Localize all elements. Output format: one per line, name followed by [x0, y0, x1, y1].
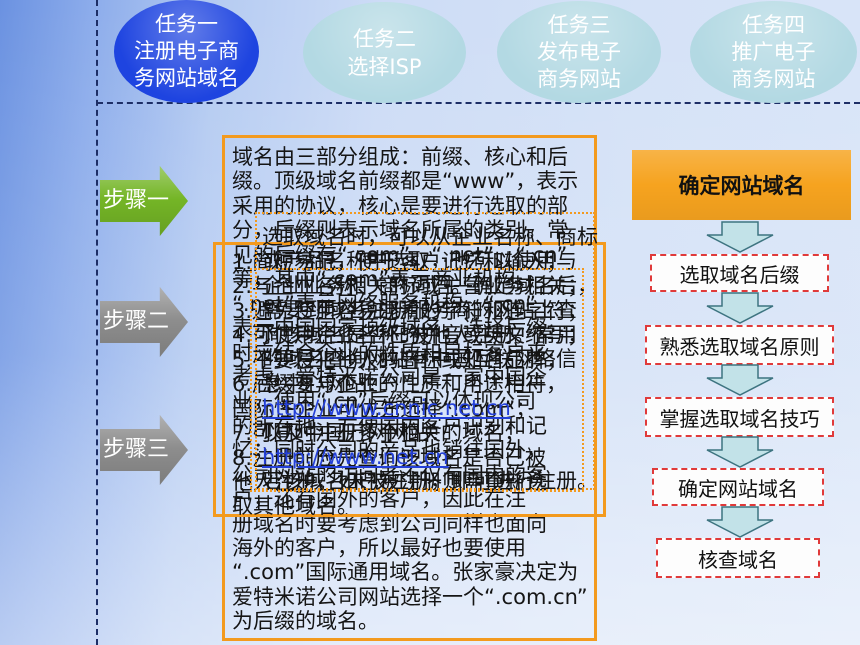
main-text-line: 爱特米诺公司网站选择一个“.com.cn” [232, 584, 588, 609]
task-title: 任务一 [155, 12, 218, 36]
principle-line: 取其他域名。 [232, 494, 358, 519]
task-subtitle: 商务网站 [537, 66, 621, 91]
lookup-text-box: 选取域名时，可以从企业名称、商标或产品名称中选取，也可以使用与企业业务相关的词语… [255, 212, 598, 493]
step-label: 步骤三 [103, 437, 170, 462]
flow-step-box: 熟悉选取域名原则 [645, 325, 834, 365]
principle-line: 4.可使用企业名称的拼音或英文缩写； [232, 323, 589, 348]
principle-line: 5.不要侵犯他人的商标或知名品牌； [232, 347, 568, 372]
lookup-line: 若该域名未被注册，即可进行注册。 [262, 469, 598, 494]
flow-step-box: 确定网站域名 [652, 468, 824, 506]
step-label: 步骤二 [103, 309, 170, 334]
step-label: 步骤一 [103, 188, 170, 213]
task-subtitle: 选择ISP [347, 54, 422, 79]
main-text-box: 域名由三部分组成：前缀、核心和后缀。顶级域名前缀都是“www”，表示采用的协议，… [222, 135, 597, 641]
flow-step-box: 选取域名后缀 [650, 254, 829, 292]
url-link[interactable]: http://www.cnnic.net.cn [262, 396, 511, 421]
down-arrow-icon [706, 292, 774, 324]
main-text-line: 海外的客户，所以最好也要使用 [232, 536, 526, 560]
step-2-arrow-button[interactable]: 步骤二 [100, 287, 188, 357]
principle-line: 3.避免使用容易混淆的字符和连字符； [232, 298, 589, 323]
main-text-line: 业，使用“.cn”后缀可以体现公司 [232, 389, 537, 414]
lookup-line: 企业业务相关的词语。确定域名后， [262, 273, 598, 298]
principle-line: 1.简短易记，便于客户记忆和输入； [232, 250, 568, 274]
task-subtitle: 务网站域名 [134, 66, 239, 90]
task-3-button[interactable]: 任务三 发布电子 商务网站 [497, 1, 661, 103]
main-text-line: “.com”国际通用域名。张家豪决定为 [232, 560, 579, 585]
down-arrow-icon [706, 506, 774, 538]
lookup-line: 询该域名是否已被他人注册。常用 [262, 322, 577, 347]
main-text-line: 的所在地，方便国内客户识别和记 [232, 413, 547, 438]
flow-step-box: 核查域名 [656, 538, 820, 578]
principle-line: 8.注册前应先查询该域名是否已被 [232, 445, 547, 470]
main-text-line: 忆；同时公司的产品也销往国外， [232, 438, 547, 463]
down-arrow-icon [706, 436, 774, 468]
step-3-arrow-button[interactable]: 步骤三 [100, 415, 188, 485]
task-2-button[interactable]: 任务二 选择ISP [303, 2, 466, 103]
dotted-frame [250, 268, 584, 492]
lookup-text: 选取域名时，可以从企业名称、商标或产品名称中选取，也可以使用与企业业务相关的词语… [262, 225, 598, 494]
task-title: 任务四 [742, 12, 805, 37]
main-text-line: 公司网站的访问者不仅有国内的客 [232, 462, 547, 487]
main-text-line: 见的后缀有“.com”、“.net”、“.cn” [232, 242, 568, 267]
lookup-line: 选取域名时，可以从企业名称、商标 [262, 225, 598, 249]
task-subtitle: 商务网站 [731, 66, 816, 91]
task-subtitle: 推广电子 [731, 39, 816, 64]
horizontal-divider [97, 102, 860, 104]
task-title: 任务二 [353, 26, 416, 51]
principle-line: 6.后缀要与企业的性质和用途相符， [232, 372, 568, 397]
task-1-button[interactable]: 任务一 注册电子商 务网站域名 [114, 0, 259, 103]
main-text-line: 缀。顶级域名前缀都是“www”，表示 [232, 169, 579, 194]
main-text: 域名由三部分组成：前缀、核心和后缀。顶级域名前缀都是“www”，表示采用的协议，… [232, 145, 588, 634]
url-link[interactable]: http://www.net.cn [262, 444, 449, 469]
task-subtitle: 注册电子商 [134, 39, 239, 63]
principle-line: 2.与企业名称、商标或主营业务相关； [232, 274, 589, 299]
task-title: 任务三 [547, 12, 611, 37]
flow-step-box: 掌握选取域名技巧 [645, 397, 834, 437]
task-4-button[interactable]: 任务四 推广电子 商务网站 [690, 1, 857, 103]
step-1-arrow-button[interactable]: 步骤一 [100, 166, 188, 236]
down-arrow-icon [706, 364, 774, 396]
main-text-line: 等，其中“.com”表示商业机构， [232, 267, 537, 292]
main-text-line: “.net”表示网络服务机构，“.cn” [232, 291, 537, 316]
lookup-line: 需要到域名注册服务商的网站上查 [262, 298, 577, 323]
main-text-line: 为后缀的域名。 [232, 609, 379, 634]
main-text-line: 表示中国国家顶级域名。选择后缀 [232, 316, 547, 341]
vertical-divider [96, 0, 98, 645]
main-text-line: 考虑。爱特米诺公司是一家中国企 [232, 364, 547, 389]
main-text-line: 分，后缀则表示域名所属的类别。常 [232, 218, 568, 243]
task-subtitle: 发布电子 [537, 39, 621, 64]
lookup-line: 以及中国万网网站： [262, 420, 451, 445]
lookup-line: 的域名查询网站有中国互联网络信 [262, 347, 577, 372]
principle-line: 国际性企业可优先选择“.com”； [232, 396, 537, 421]
main-text-line: 域名由三部分组成：前缀、核心和后 [232, 145, 568, 169]
principle-line: 7.可同时注册多个相关的域名； [232, 421, 526, 446]
lookup-line: 息中心网站： [262, 371, 388, 396]
main-text-line: 时应结合企业的性质和目标客户来 [232, 340, 547, 365]
flow-goal-box: 确定网站域名 [632, 150, 851, 220]
down-arrow-icon [706, 221, 774, 253]
